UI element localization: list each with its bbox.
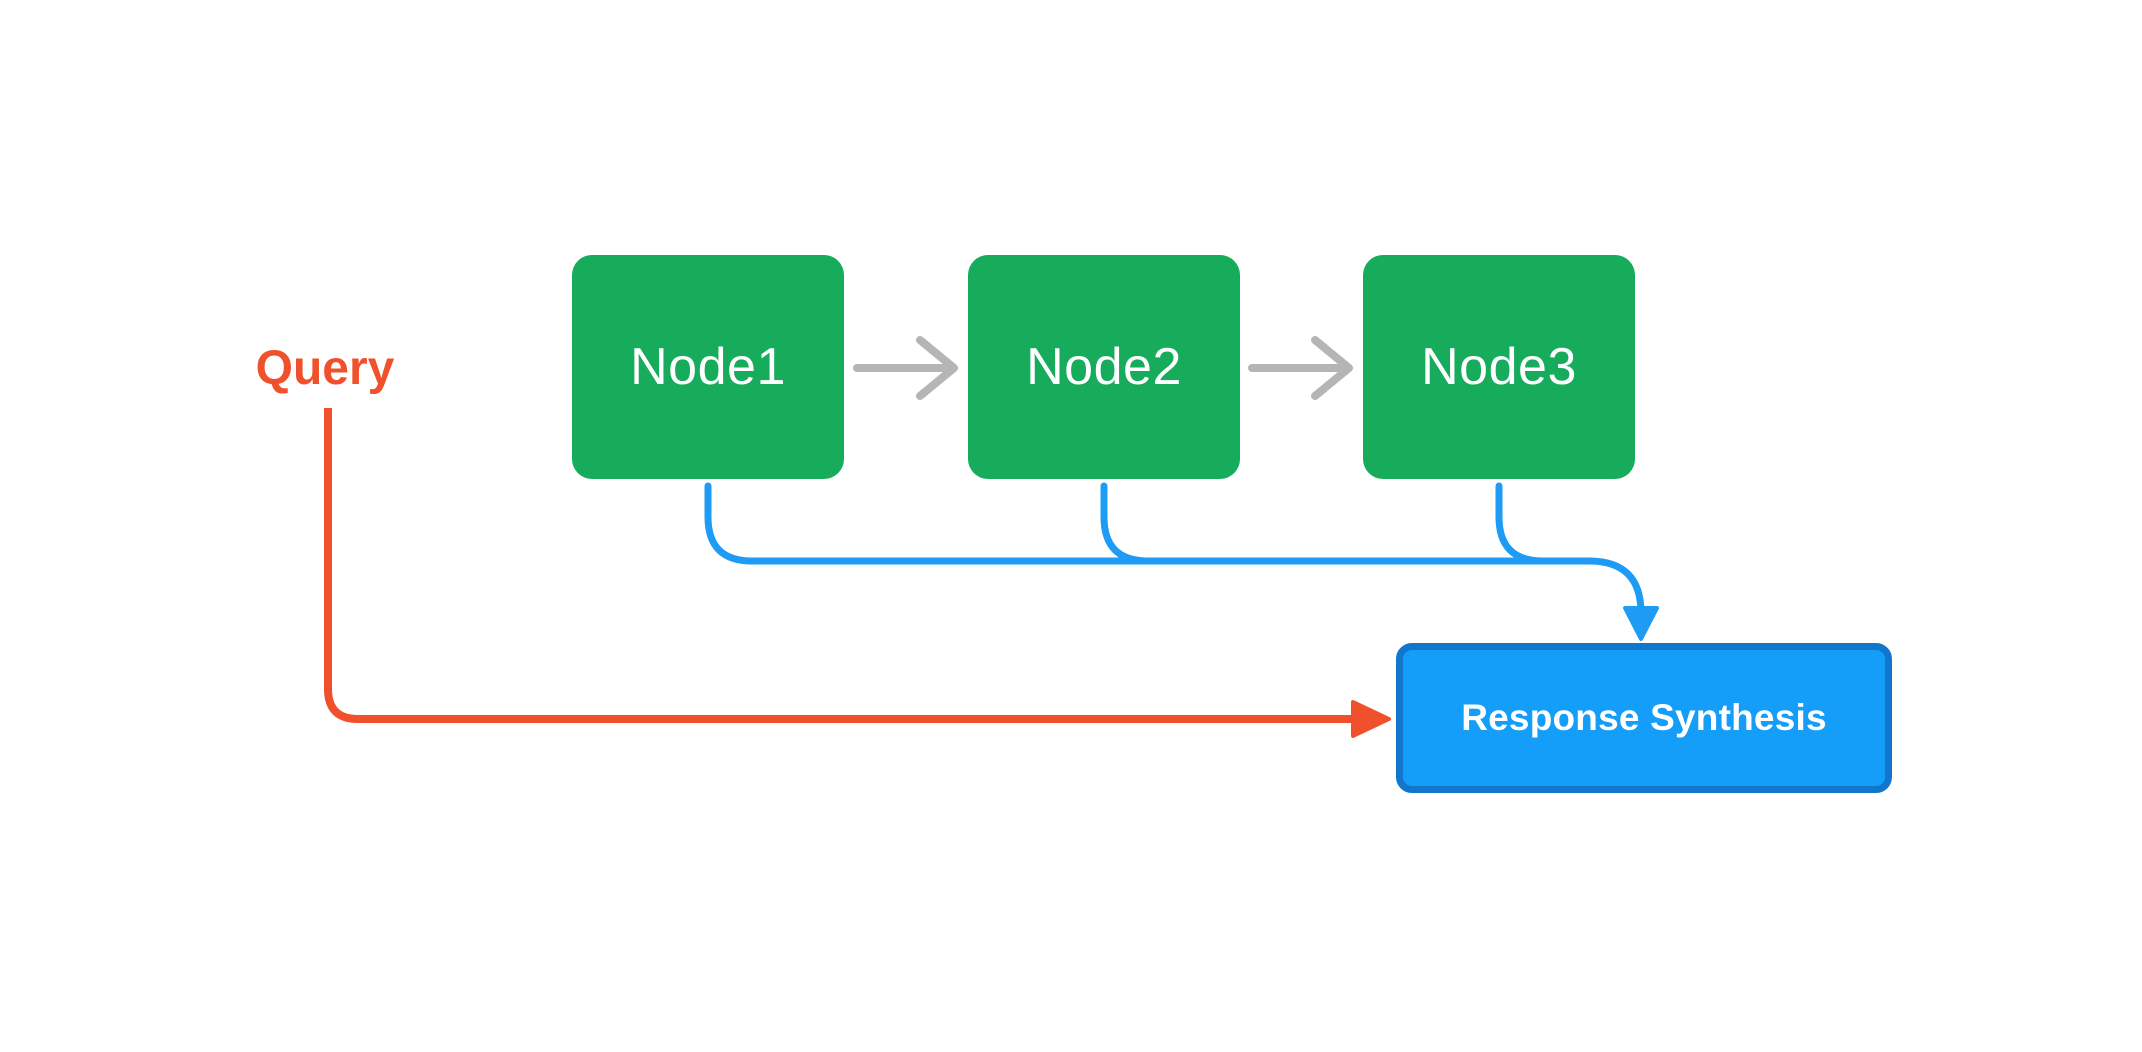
node3-box: Node3 <box>1363 255 1635 479</box>
blue-arrowhead-icon <box>1623 606 1659 641</box>
gray-arrow-node2-node3 <box>1248 336 1353 400</box>
response-synthesis-label: Response Synthesis <box>1461 697 1827 738</box>
red-arrow-query-to-synthesis <box>324 408 1391 738</box>
blue-connector-node1 <box>704 482 1645 620</box>
red-arrowhead-icon <box>1351 700 1391 738</box>
blue-connector-nodes-to-synthesis <box>704 482 1659 641</box>
node1-box: Node1 <box>572 255 844 479</box>
node2-box: Node2 <box>968 255 1240 479</box>
node2-label: Node2 <box>1026 338 1182 396</box>
response-synthesis-box: Response Synthesis <box>1396 643 1892 793</box>
blue-connector-node2 <box>1100 482 1152 565</box>
gray-arrow-node1-node2 <box>853 336 958 400</box>
blue-connector-node3 <box>1495 482 1547 565</box>
query-label: Query <box>255 342 395 395</box>
node1-label: Node1 <box>630 338 786 396</box>
node3-label: Node3 <box>1421 338 1577 396</box>
